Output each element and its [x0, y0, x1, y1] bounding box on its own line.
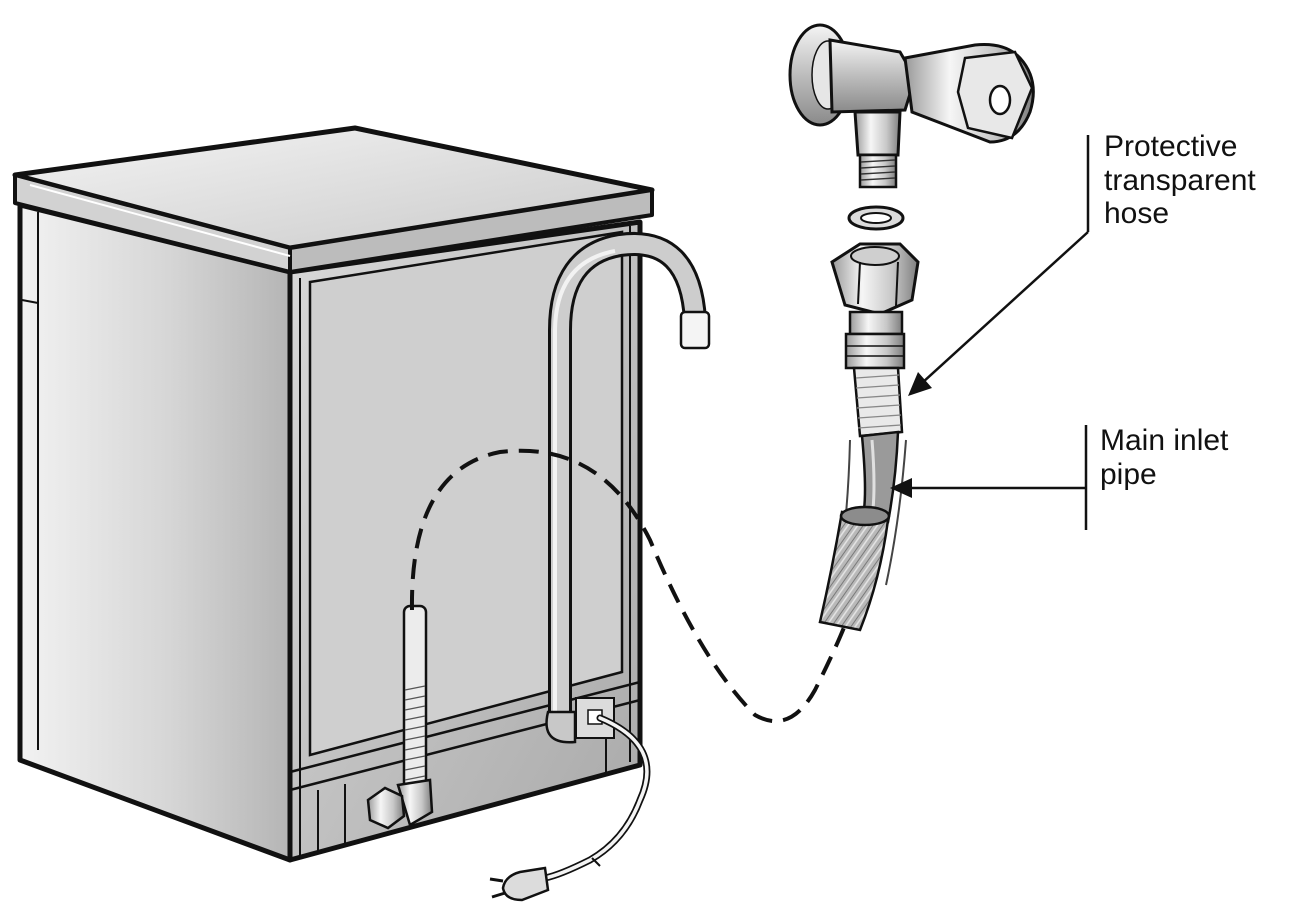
callout-leader-pipe [890, 425, 1088, 530]
label-pipe-line-1: Main inlet [1100, 424, 1229, 457]
arrowhead-hose [908, 372, 932, 396]
seal-washer [847, 205, 905, 231]
drain-hose [545, 231, 711, 744]
inlet-hex-nut [366, 786, 406, 830]
label-hose-line-3: hose [1104, 197, 1170, 231]
label-protective-transparent-hose: Protective transparent hose [1104, 130, 1256, 231]
plug [501, 866, 550, 902]
power-cord [489, 714, 651, 902]
label-main-inlet-pipe: Main inlet pipe [1100, 424, 1228, 491]
hose-connector [830, 242, 920, 370]
main-inlet-pipe [818, 430, 900, 632]
label-pipe-line-2: pipe [1100, 457, 1157, 491]
arrowhead-pipe [890, 478, 912, 498]
inlet-connection [366, 604, 434, 830]
hose-route-dashed-line [409, 448, 847, 724]
water-tap [788, 23, 1035, 189]
drain-hose-end [679, 310, 711, 350]
label-hose-line-1: Protective [1104, 130, 1238, 163]
dishwasher-side-panel [17, 202, 293, 863]
callout-leader-hose [908, 135, 1090, 396]
label-hose-line-2: transparent [1104, 163, 1256, 197]
